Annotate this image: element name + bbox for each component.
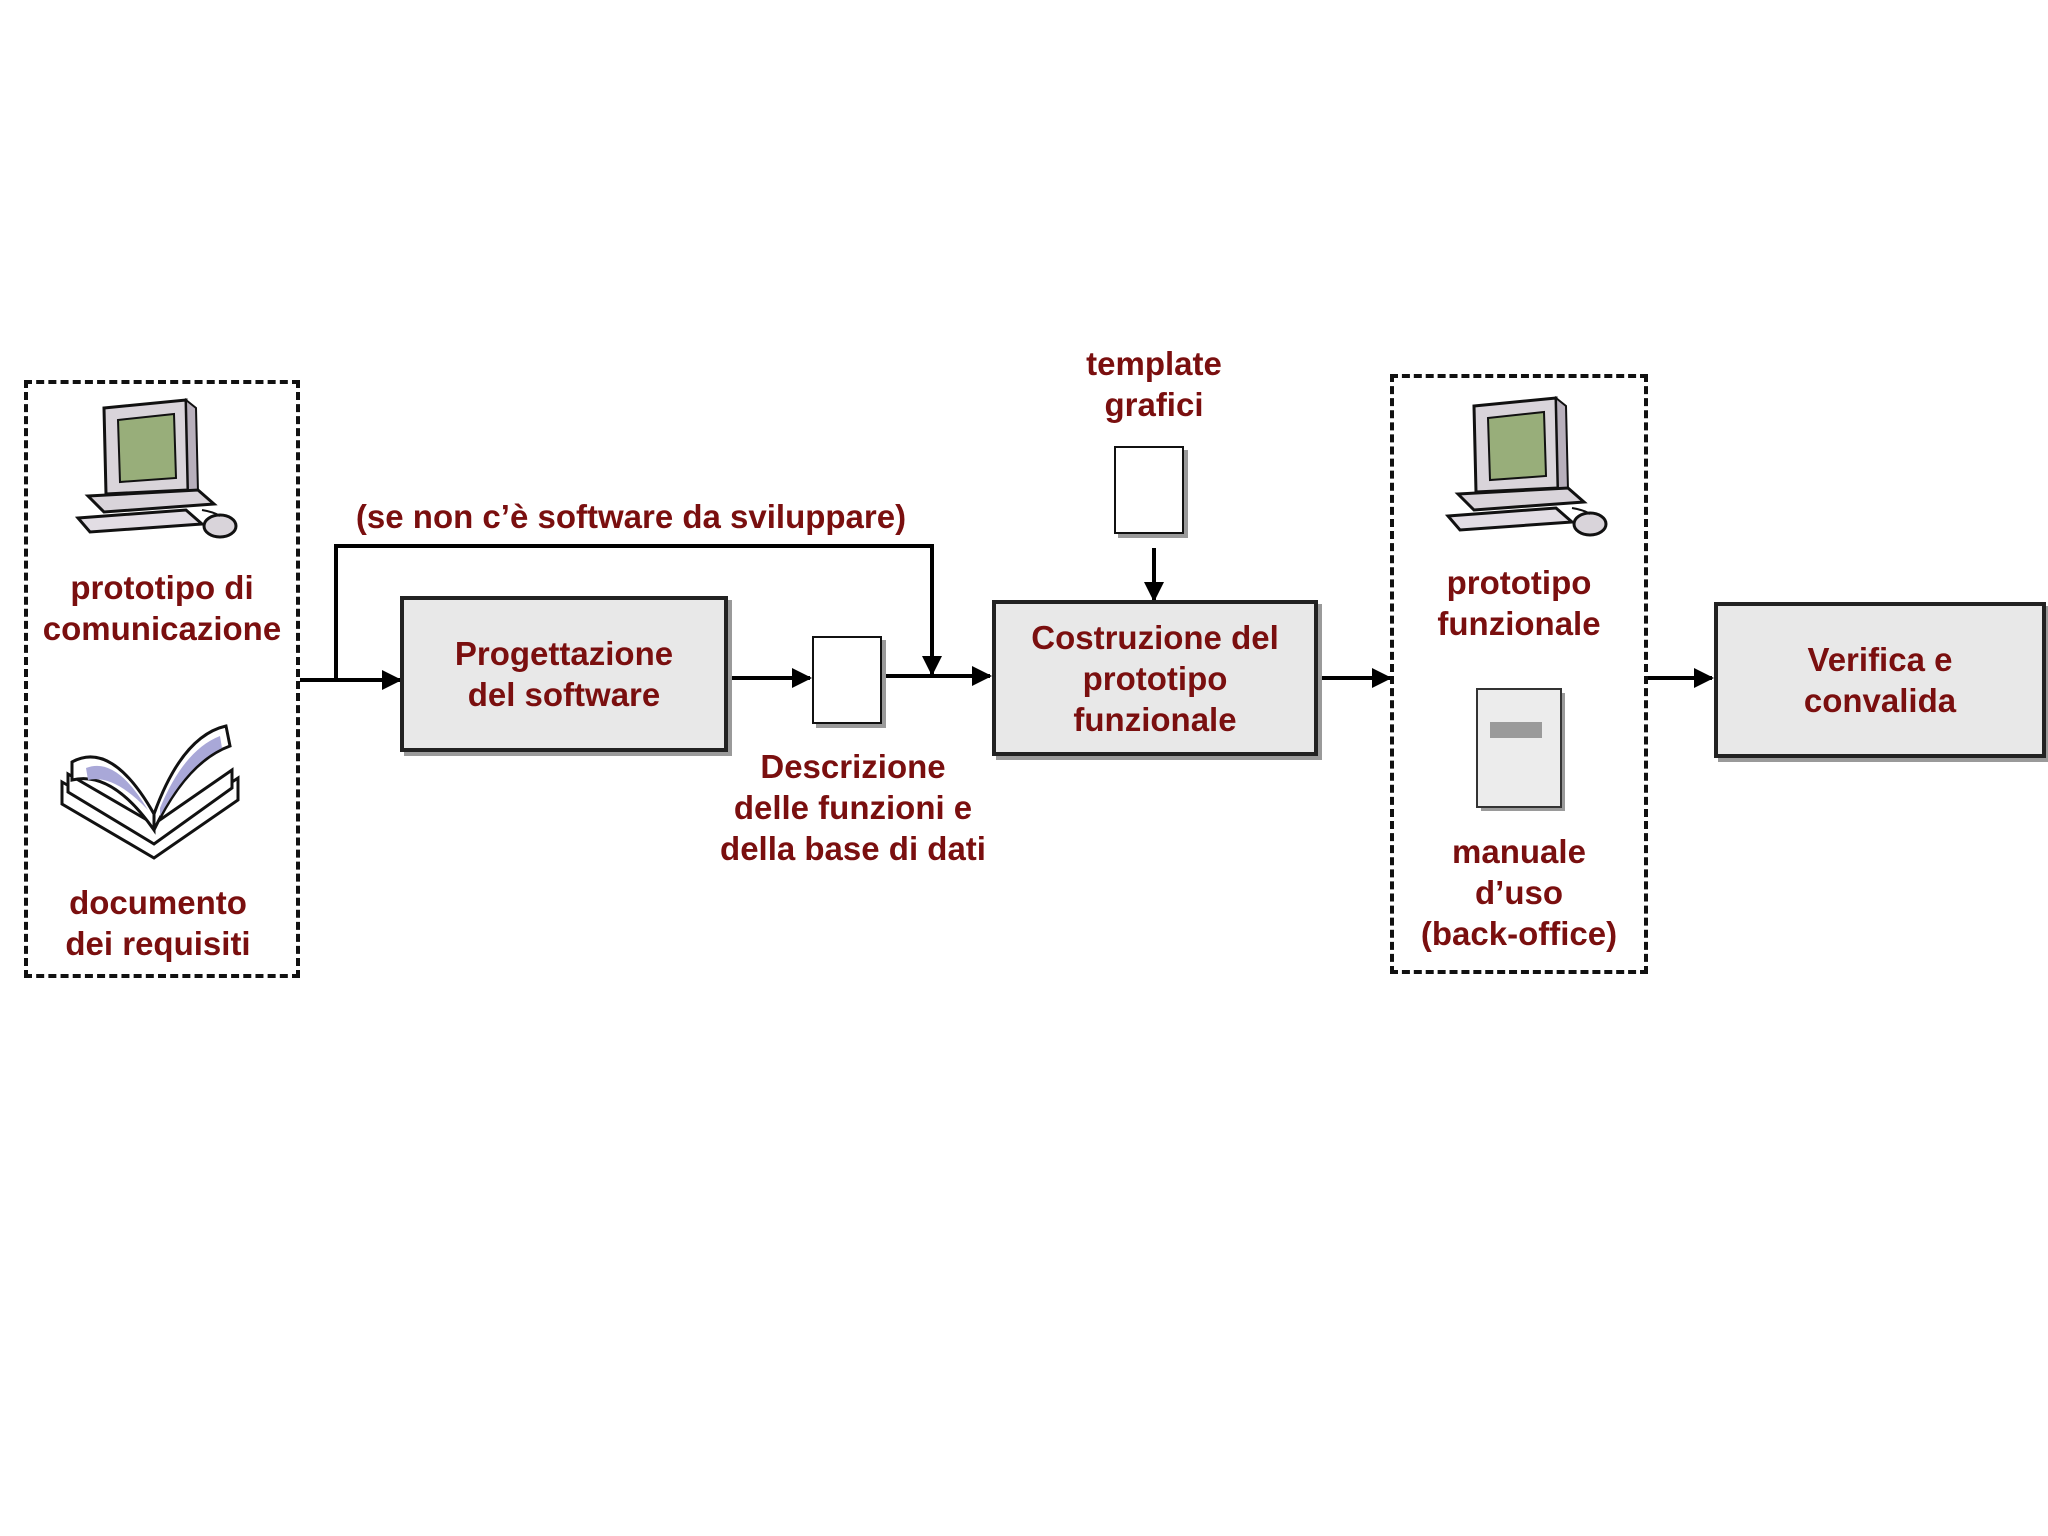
functions-description-label: Descrizione delle funzioni e della base … bbox=[720, 748, 986, 867]
bypass-line bbox=[334, 544, 942, 680]
requirements-document-label: documento dei requisiti bbox=[65, 884, 251, 962]
graphic-templates-label: template grafici bbox=[1086, 345, 1222, 423]
user-manual-label: manuale d’uso (back-office) bbox=[1420, 833, 1618, 952]
prototype-build-box: Costruzione del prototipo funzionale bbox=[992, 600, 1318, 756]
verification-label: Verifica e convalida bbox=[1803, 641, 1957, 719]
functions-description-document bbox=[812, 636, 882, 724]
output-group bbox=[1390, 374, 1648, 974]
graphic-templates-document bbox=[1114, 446, 1184, 534]
input-group bbox=[24, 380, 300, 978]
computer-icon bbox=[74, 398, 238, 539]
book-icon bbox=[60, 724, 240, 860]
verification-box: Verifica e convalida bbox=[1714, 602, 2046, 758]
communication-prototype-label: prototipo di comunicazione bbox=[42, 569, 282, 647]
prototype-build-label: Costruzione del prototipo funzionale bbox=[1031, 618, 1279, 738]
bypass-label: (se non c’è software da sviluppare) bbox=[355, 498, 907, 535]
software-design-box: Progettazione del software bbox=[400, 596, 728, 752]
manual-icon bbox=[1476, 688, 1565, 811]
functional-prototype-label: prototipo funzionale bbox=[1437, 564, 1601, 642]
computer-icon bbox=[1444, 396, 1608, 537]
software-design-label: Progettazione del software bbox=[454, 635, 674, 713]
